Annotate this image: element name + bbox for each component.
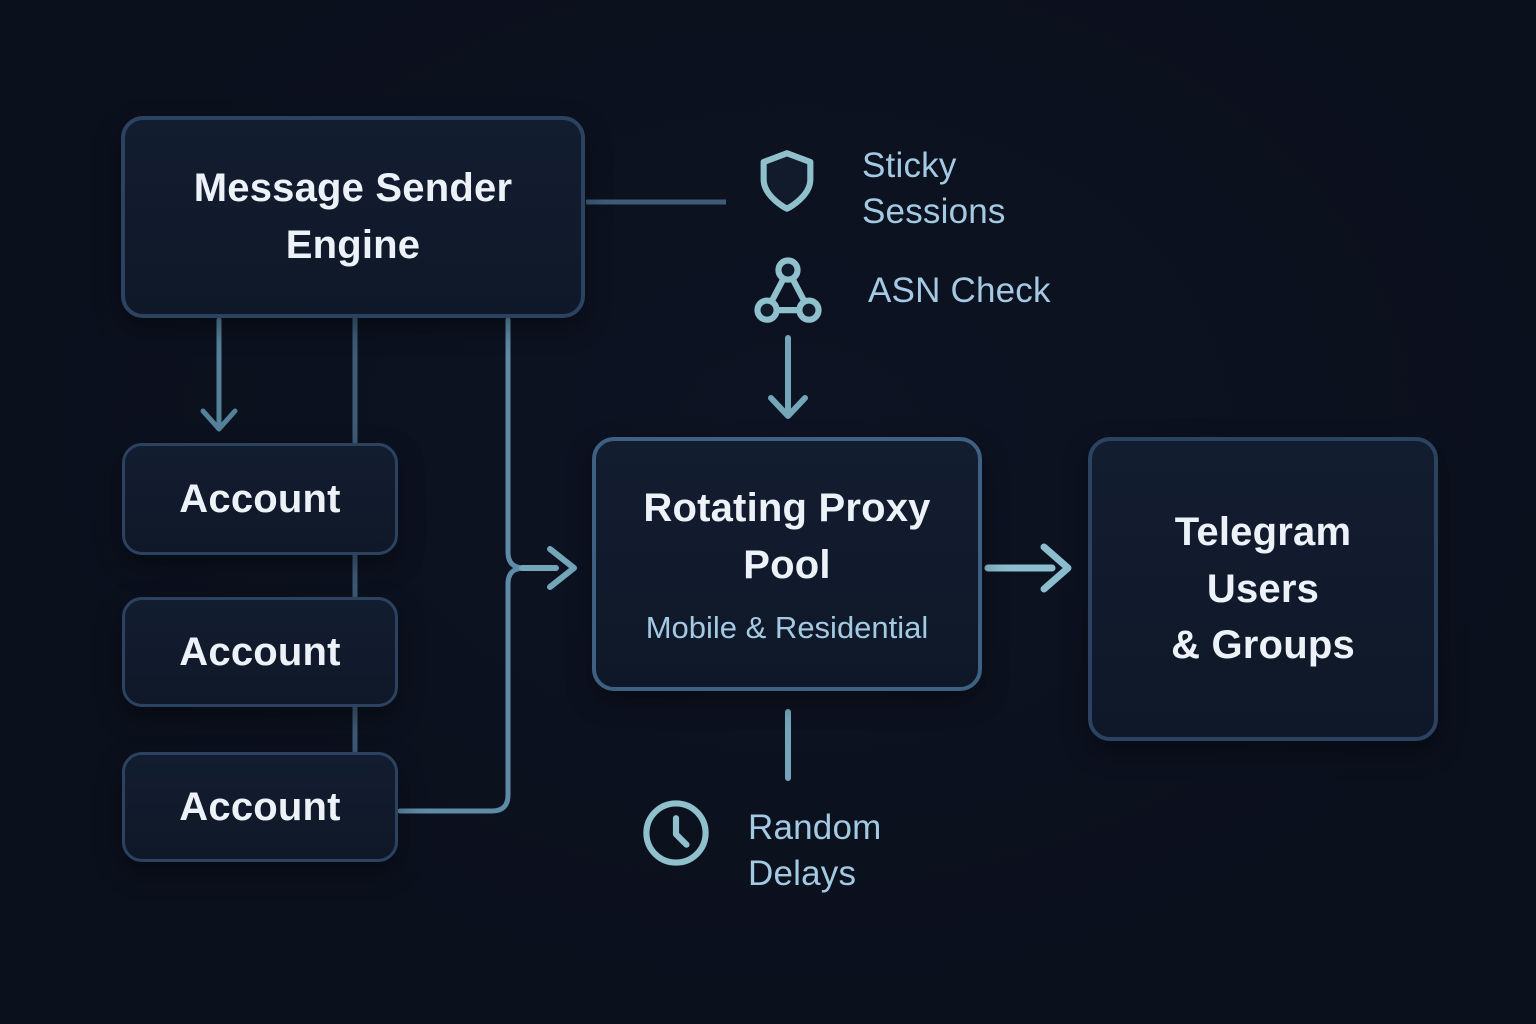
- arrow-merge-proxy: [519, 546, 577, 590]
- account-3-label: Account: [179, 784, 341, 829]
- arrow-proxy-telegram: [984, 543, 1072, 593]
- shield-icon: [760, 150, 814, 212]
- rotating-proxy-pool-title: Rotating Proxy Pool: [643, 486, 931, 587]
- node-account-2: Account: [122, 597, 398, 707]
- node-account-3: Account: [122, 752, 398, 862]
- rotating-proxy-pool-subtitle: Mobile & Residential: [645, 609, 929, 645]
- network-icon: [754, 257, 822, 323]
- sticky-sessions-label: Sticky Sessions: [862, 146, 1006, 231]
- message-sender-engine-title: Message Sender Engine: [193, 166, 513, 267]
- clock-icon: [643, 800, 709, 866]
- connector-merge-top: [505, 317, 527, 571]
- asn-check-label: ASN Check: [868, 271, 1051, 310]
- node-rotating-proxy-pool: Rotating Proxy Pool Mobile & Residential: [592, 437, 982, 691]
- random-delays-label: Random Delays: [748, 808, 882, 893]
- arrow-asn-proxy: [768, 335, 808, 419]
- account-1-label: Account: [179, 476, 341, 521]
- arrow-engine-account1: [200, 317, 238, 432]
- node-message-sender-engine: Message Sender Engine: [121, 116, 585, 318]
- telegram-users-groups-title: Telegram Users & Groups: [1171, 509, 1355, 668]
- account-2-label: Account: [179, 629, 341, 674]
- connector-merge-bottom: [397, 565, 527, 814]
- node-telegram-users-groups: Telegram Users & Groups: [1088, 437, 1438, 741]
- node-account-1: Account: [122, 443, 398, 555]
